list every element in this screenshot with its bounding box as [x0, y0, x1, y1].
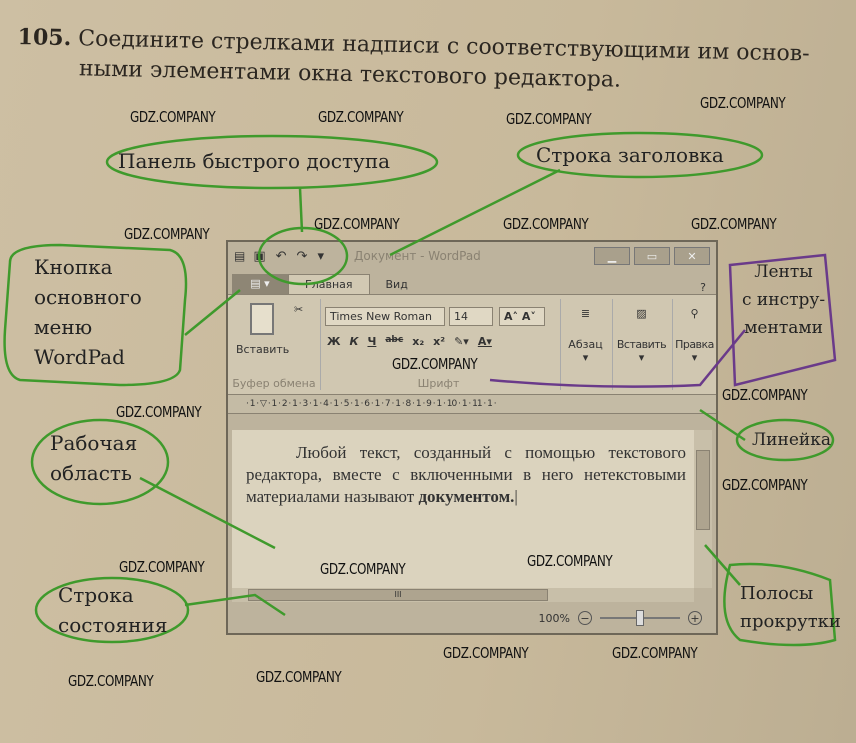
tab-view[interactable]: Вид	[385, 278, 408, 291]
cut-icon[interactable]: ✂	[294, 303, 304, 316]
watermark: GDZ.COMPANY	[320, 560, 406, 578]
clipboard-group-label: Буфер обмена	[232, 377, 316, 390]
vertical-scrollbar[interactable]	[694, 430, 712, 588]
watermark: GDZ.COMPANY	[318, 108, 404, 126]
zoom-level: 100%	[538, 611, 570, 625]
ruler[interactable]: · 1 · ▽ · 1 · 2 · 1 · 3 · 1 · 4 · 1 · 5 …	[228, 394, 716, 414]
grow-shrink-font-buttons[interactable]: A˄ A˅	[499, 307, 545, 326]
window-title: Документ - WordPad	[353, 249, 481, 263]
ribbon-tabs: ▤ ▾ Главная Вид ?	[228, 270, 716, 294]
bold-button[interactable]: Ж	[327, 335, 341, 348]
picture-icon: ▨	[636, 307, 647, 320]
superscript-button[interactable]: x²	[433, 335, 446, 348]
watermark: GDZ.COMPANY	[443, 644, 529, 662]
customize-qat-icon[interactable]: ▾	[317, 248, 324, 264]
watermark: GDZ.COMPANY	[314, 215, 400, 233]
undo-icon[interactable]: ↶	[275, 248, 287, 264]
doc-text-body: Любой текст, созданный с помощью текстов…	[246, 443, 686, 506]
highlight-icon[interactable]: ✎▾	[454, 335, 469, 348]
watermark: GDZ.COMPANY	[700, 94, 786, 112]
watermark: GDZ.COMPANY	[130, 108, 216, 126]
insert-label: Вставить	[616, 338, 667, 351]
paragraph-label: Абзац	[568, 338, 603, 351]
clipboard-group: ✂ Вставить Буфер обмена	[232, 299, 316, 390]
save-icon[interactable]: ▣	[253, 248, 266, 264]
watermark: GDZ.COMPANY	[612, 644, 698, 662]
watermark: GDZ.COMPANY	[506, 110, 592, 128]
zoom-slider[interactable]	[600, 610, 680, 626]
insert-group[interactable]: ▨Вставить▾	[612, 299, 670, 390]
ribbon: ✂ Вставить Буфер обмена Times New Roman …	[228, 294, 716, 394]
watermark: GDZ.COMPANY	[119, 558, 205, 576]
subscript-button[interactable]: x₂	[412, 335, 425, 348]
redo-icon[interactable]: ↷	[296, 248, 308, 264]
watermark: GDZ.COMPANY	[256, 668, 342, 686]
tab-home[interactable]: Главная	[288, 274, 370, 294]
quick-access-toolbar: ▣ ↶ ↷ ▾	[253, 249, 324, 264]
document-area[interactable]: Любой текст, созданный с помощью текстов…	[232, 430, 694, 592]
zoom-in-icon[interactable]: +	[688, 611, 702, 625]
label-ruler: Линейка	[752, 430, 831, 450]
font-group: Times New Roman 14 A˄ A˅ Ж К Ч abc x₂ x²…	[320, 299, 556, 390]
paste-icon[interactable]	[250, 303, 274, 335]
strikethrough-button[interactable]: abc	[385, 335, 404, 345]
editing-group[interactable]: ⚲Правка▾	[672, 299, 716, 390]
editing-label: Правка	[675, 338, 714, 351]
title-bar: ▤ ▣ ↶ ↷ ▾ Документ - WordPad ▁ ▭ ✕	[228, 242, 716, 270]
help-icon[interactable]: ?	[700, 281, 706, 294]
watermark: GDZ.COMPANY	[722, 386, 808, 404]
underline-button[interactable]: Ч	[367, 335, 377, 348]
font-group-label: Шрифт	[417, 377, 460, 390]
watermark: GDZ.COMPANY	[503, 215, 589, 233]
watermark: GDZ.COMPANY	[392, 355, 478, 373]
zoom-out-icon[interactable]: −	[578, 611, 592, 625]
binoculars-icon: ⚲	[690, 307, 699, 320]
document-text[interactable]: Любой текст, созданный с помощью текстов…	[246, 443, 686, 506]
minimize-button[interactable]: ▁	[594, 247, 630, 265]
horizontal-scrollbar[interactable]: III	[232, 588, 694, 602]
font-size-select[interactable]: 14	[449, 307, 493, 326]
label-quick-access-toolbar: Панель быстрого доступа	[118, 149, 391, 173]
font-color-icon[interactable]: A▾	[477, 335, 492, 348]
paragraph-group[interactable]: ≣Абзац▾	[560, 299, 610, 390]
label-title-bar: Строка заголовка	[536, 143, 724, 167]
paste-button[interactable]: Вставить	[236, 343, 290, 356]
watermark: GDZ.COMPANY	[68, 672, 154, 690]
horizontal-scroll-thumb[interactable]: III	[248, 589, 548, 601]
paragraph-icon: ≣	[580, 307, 591, 320]
vertical-scroll-thumb[interactable]	[696, 450, 710, 530]
close-button[interactable]: ✕	[674, 247, 710, 265]
watermark: GDZ.COMPANY	[124, 225, 210, 243]
maximize-button[interactable]: ▭	[634, 247, 670, 265]
main-menu-button[interactable]: ▤ ▾	[232, 274, 288, 294]
font-name-select[interactable]: Times New Roman	[325, 307, 445, 326]
status-bar: 100% − +	[228, 603, 716, 633]
task-number: 105.	[17, 23, 72, 52]
wordpad-window: ▤ ▣ ↶ ↷ ▾ Документ - WordPad ▁ ▭ ✕ ▤ ▾ Г…	[226, 240, 718, 635]
watermark: GDZ.COMPANY	[722, 476, 808, 494]
app-icon: ▤	[234, 249, 246, 263]
watermark: GDZ.COMPANY	[691, 215, 777, 233]
italic-button[interactable]: К	[349, 335, 359, 348]
watermark: GDZ.COMPANY	[116, 403, 202, 421]
doc-text-bold: документом.	[418, 487, 515, 506]
watermark: GDZ.COMPANY	[527, 552, 613, 570]
